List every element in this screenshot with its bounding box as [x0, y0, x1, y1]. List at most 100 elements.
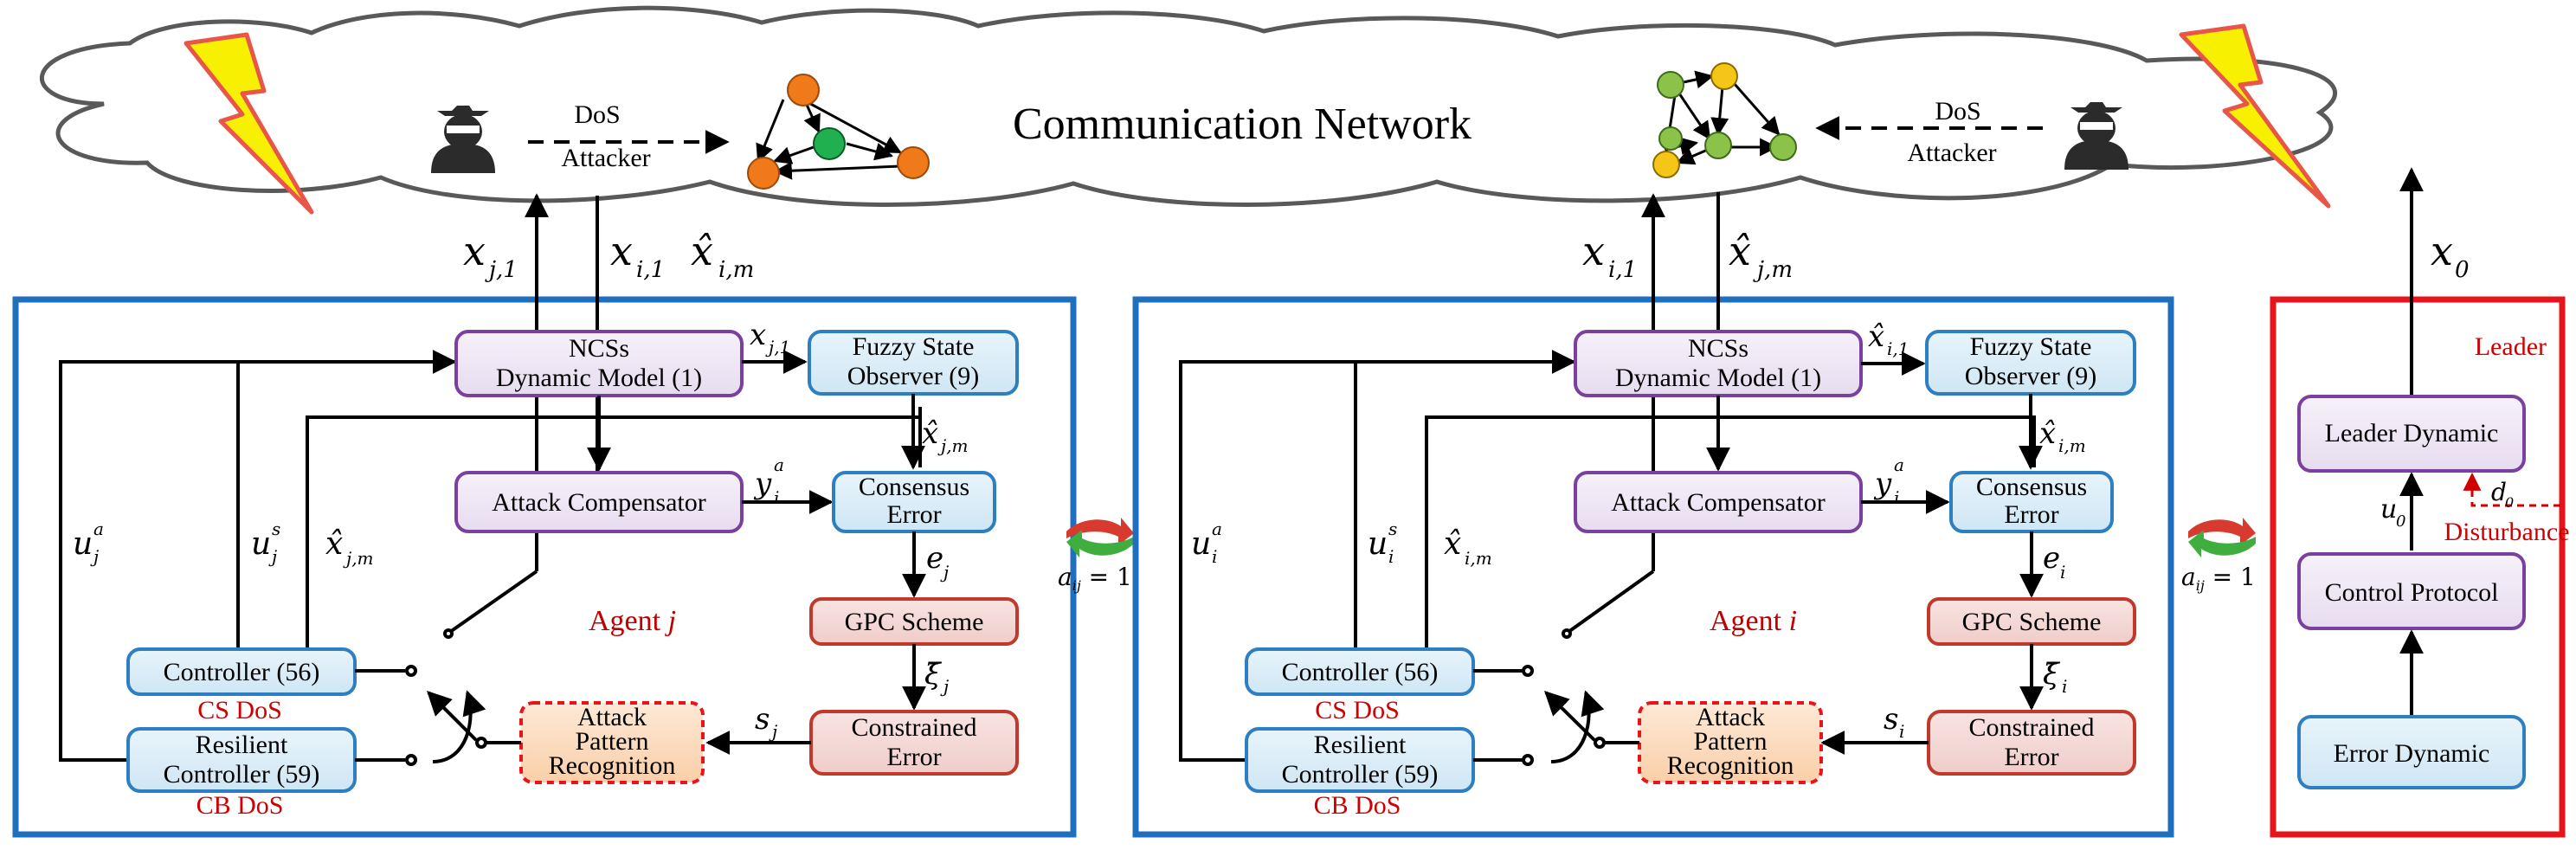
box-label: Pattern [1694, 727, 1768, 756]
signal-sub: j [90, 546, 99, 567]
signal-sub: j [940, 562, 949, 583]
box-label: Attack [1696, 703, 1765, 731]
signal-label: e [2043, 541, 2060, 576]
box-label: Resilient [1314, 731, 1407, 759]
controller-box: Controller (56) [1245, 647, 1475, 696]
cs-dos-label: CS DoS [1315, 696, 1400, 724]
signal-sub: i,m [2058, 435, 2086, 456]
cb-dos-label: CB DoS [196, 791, 284, 820]
signal-sub: i [1212, 546, 1217, 567]
signal-label: x̂ [1444, 526, 1461, 562]
box-label: Observer (9) [1965, 362, 2096, 390]
box-label: Attack Compensator [1611, 488, 1825, 517]
attacker-label-line1: DoS [1935, 97, 1980, 126]
graph-node [747, 157, 780, 190]
box-label: Consensus [1976, 473, 2087, 501]
signal-label: x [463, 228, 486, 274]
signal-sub: 0 [2505, 494, 2514, 511]
fuzzy-state-observer-box: Fuzzy State Observer (9) [808, 330, 1019, 396]
signal-label: e [926, 541, 943, 576]
box-label: NCSs [569, 334, 629, 363]
resilient-controller-box: Resilient Controller (59) [126, 727, 357, 793]
consensus-error-box: Consensus Error [832, 471, 996, 533]
box-label: Fuzzy State [1970, 332, 2092, 361]
gpc-scheme-box: GPC Scheme [809, 597, 1019, 646]
box-label: Consensus [859, 473, 969, 501]
signal-sub: j [769, 721, 777, 742]
signal-label: ξ̄ [924, 657, 943, 692]
attack-pattern-recognition-box: Attack Pattern Recognition [519, 701, 705, 784]
leader-dynamic-box: Leader Dynamic [2297, 395, 2526, 473]
box-label: Dynamic Model (1) [1615, 364, 1821, 392]
feedback-wiring [1179, 360, 2036, 762]
attack-compensator-box: Attack Compensator [1574, 471, 1863, 533]
graph-node [1652, 151, 1680, 178]
switch-icon [405, 570, 538, 766]
agent-title: Agent i [1710, 605, 1797, 637]
switch-icon [1522, 570, 1655, 766]
network-title: Communication Network [1013, 100, 1472, 149]
signal-sub: i [2060, 562, 2065, 583]
signal-sub: i [1899, 721, 1904, 742]
graph-node [1704, 132, 1732, 159]
agent-j-panel [12, 296, 1077, 838]
ncs-dynamic-model-box: NCSs Dynamic Model (1) [454, 330, 744, 397]
box-label: Control Protocol [2325, 578, 2499, 607]
attacker-label-line2: Attacker [1907, 138, 1996, 167]
constrained-error-box: Constrained Error [809, 710, 1019, 776]
signal-label: x [2431, 228, 2453, 274]
link-weight: aij = 1 [1058, 563, 1132, 594]
cs-dos-label: CS DoS [197, 696, 282, 724]
graph-node [1710, 62, 1738, 90]
resilient-controller-box: Resilient Controller (59) [1245, 727, 1475, 793]
signal-label: x̂ [2039, 416, 2056, 451]
signal-sub: j,m [1753, 257, 1793, 283]
ncs-dynamic-model-box: NCSs Dynamic Model (1) [1574, 330, 1863, 397]
signal-sub: i,m [1465, 548, 1492, 569]
signal-sub: j,m [937, 435, 969, 456]
signal-sup: s [272, 518, 280, 539]
signal-label: ξ̄ [2043, 657, 2061, 692]
signal-sub: j,1 [485, 257, 518, 283]
signal-sub: i,1 [1887, 338, 1909, 359]
signal-label: u [73, 526, 93, 562]
box-label: Constrained [1969, 713, 2095, 742]
attacker-label-line1: DoS [574, 100, 620, 129]
signal-label: x [1582, 228, 1605, 274]
signal-sub: i [2062, 676, 2067, 697]
graph-node [1657, 71, 1684, 99]
consensus-error-box: Consensus Error [1949, 471, 2114, 533]
signal-sub: i [1388, 546, 1394, 567]
hacker-icon [2064, 102, 2128, 170]
disturbance-arrow [2463, 472, 2560, 507]
signal-label: d [2491, 478, 2507, 506]
lightning-icon [184, 32, 314, 215]
signal-label: y [753, 467, 772, 501]
signal-label: u [2380, 494, 2397, 525]
signal-label: x [750, 318, 766, 352]
signal-sub: 0 [2455, 257, 2470, 283]
box-label: Resilient [196, 731, 288, 759]
hacker-icon [431, 106, 495, 173]
signal-sub: j,m [343, 548, 374, 569]
signal-label: y [1873, 467, 1892, 501]
signal-label: u [1191, 526, 1211, 562]
box-label: Controller (59) [1282, 760, 1439, 789]
signal-label: x̂ [1868, 319, 1884, 354]
network-graph-left [756, 93, 902, 180]
cb-dos-label: CB DoS [1314, 791, 1401, 820]
box-label: Pattern [576, 727, 649, 756]
feedback-wiring [59, 360, 922, 762]
signal-sup: a [1894, 454, 1904, 475]
attack-compensator-box: Attack Compensator [454, 471, 744, 533]
box-label: Constrained [852, 713, 977, 742]
graph-node [897, 146, 930, 179]
signal-label: s [1884, 702, 1898, 737]
signal-sup: s [1388, 518, 1397, 539]
leader-title: Leader [2475, 332, 2547, 361]
signal-label: x̂ [325, 526, 343, 562]
lightning-icon [2179, 23, 2331, 209]
attacker-label-line2: Attacker [561, 144, 650, 172]
signal-label: u [1368, 526, 1388, 562]
signal-label: x̂ [922, 416, 938, 451]
